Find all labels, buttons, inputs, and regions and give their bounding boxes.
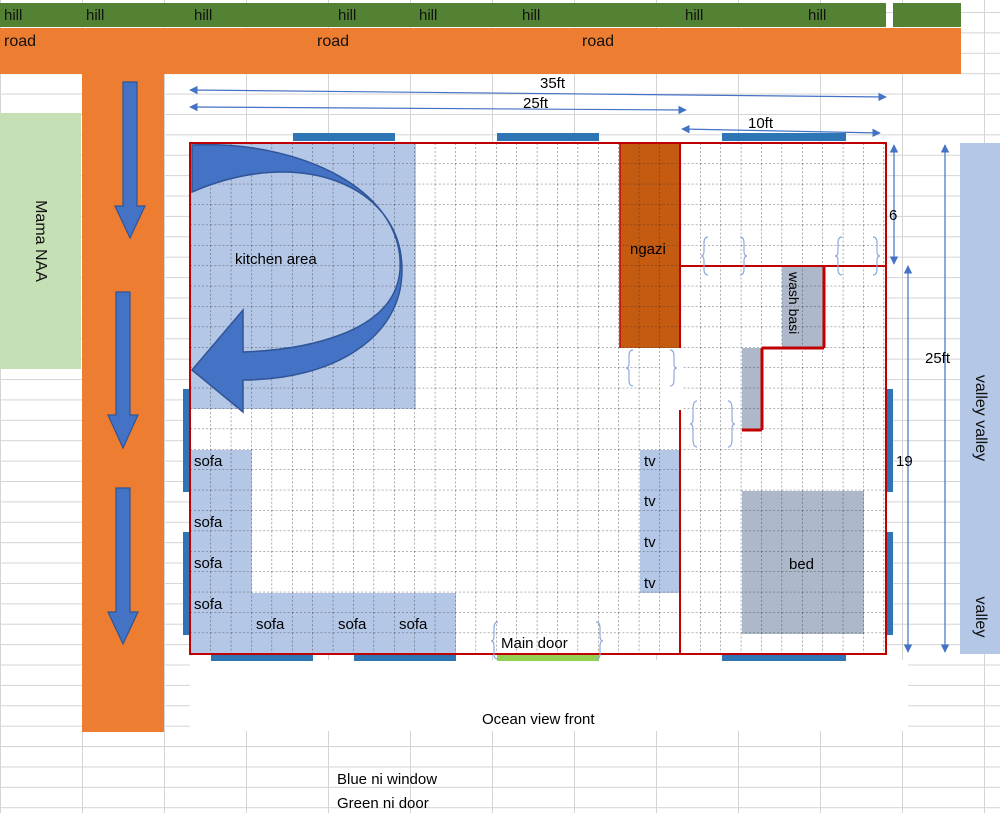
tv-label: tv — [644, 453, 656, 470]
outer-wall — [189, 142, 887, 655]
window — [722, 655, 846, 661]
kitchen-flow-arrow — [190, 143, 403, 414]
door-swing-bracket — [595, 621, 604, 660]
floor-grid — [190, 143, 886, 654]
hill-label: hill — [685, 7, 704, 24]
wash-basin-label: wash basi — [786, 271, 802, 334]
down-arrow — [107, 291, 139, 450]
road-label: road — [4, 33, 37, 50]
legend-window: Blue ni window — [337, 771, 437, 788]
door-swing-bracket — [490, 621, 499, 660]
road-label: road — [582, 33, 615, 50]
legend-door: Green ni door — [337, 795, 429, 812]
bed-label: bed — [789, 556, 814, 573]
sofa-label: sofa — [194, 596, 223, 613]
door-swing-bracket — [834, 236, 843, 276]
sofa-label: sofa — [338, 616, 367, 633]
hill-label: hill — [419, 7, 438, 24]
sofa-label: sofa — [194, 514, 223, 531]
hill-label: hill — [194, 7, 213, 24]
window — [497, 133, 599, 141]
door-swing-bracket — [669, 349, 678, 387]
door-swing-bracket — [727, 400, 736, 448]
window — [887, 532, 893, 635]
window — [211, 655, 313, 661]
sofa-label: sofa — [256, 616, 285, 633]
dimension-label: 19 — [896, 453, 913, 470]
door-swing-bracket — [689, 400, 698, 448]
ocean-view-label: Ocean view front — [482, 711, 595, 728]
dimension-label: 25ft — [523, 95, 549, 112]
down-arrow — [107, 487, 139, 646]
tv-label: tv — [644, 493, 656, 510]
window — [354, 655, 456, 661]
dimension-label: 35ft — [540, 75, 566, 92]
dimension-line-10ft — [681, 124, 881, 138]
sofa-label: sofa — [399, 616, 428, 633]
dimension-label: 10ft — [748, 115, 774, 132]
down-arrow — [114, 81, 146, 240]
door-swing-bracket — [739, 236, 748, 276]
window — [183, 389, 189, 492]
hill-label: hill — [86, 7, 105, 24]
road-label: road — [317, 33, 350, 50]
valley-area — [960, 143, 1000, 654]
hill-label: hill — [808, 7, 827, 24]
hill-band — [0, 3, 886, 27]
tv-label: tv — [644, 534, 656, 551]
hill-label: hill — [338, 7, 357, 24]
main-door-label: Main door — [501, 635, 568, 652]
kitchen-label: kitchen area — [235, 251, 317, 268]
neighbor-plot — [0, 113, 81, 369]
door-swing-bracket — [700, 236, 709, 276]
door-swing-bracket — [872, 236, 881, 276]
sofa-label: sofa — [194, 555, 223, 572]
sofa-label: sofa — [194, 453, 223, 470]
door-swing-bracket — [625, 349, 634, 387]
hill-label: hill — [4, 7, 23, 24]
tv-label: tv — [644, 575, 656, 592]
ngazi-label: ngazi — [630, 241, 666, 258]
dimension-line-35ft — [189, 85, 887, 102]
main-door-mark — [497, 655, 599, 661]
dimension-label: 6 — [889, 207, 897, 224]
door-gap — [660, 348, 682, 410]
road-band — [0, 28, 961, 74]
dimension-line-25ft — [189, 102, 687, 115]
front-yard — [190, 660, 908, 731]
hill-label: hill — [522, 7, 541, 24]
window — [183, 532, 189, 635]
window — [293, 133, 395, 141]
window — [722, 133, 846, 141]
hill-band-right — [893, 3, 961, 27]
dimension-label: 25ft — [925, 350, 951, 367]
window — [887, 389, 893, 492]
